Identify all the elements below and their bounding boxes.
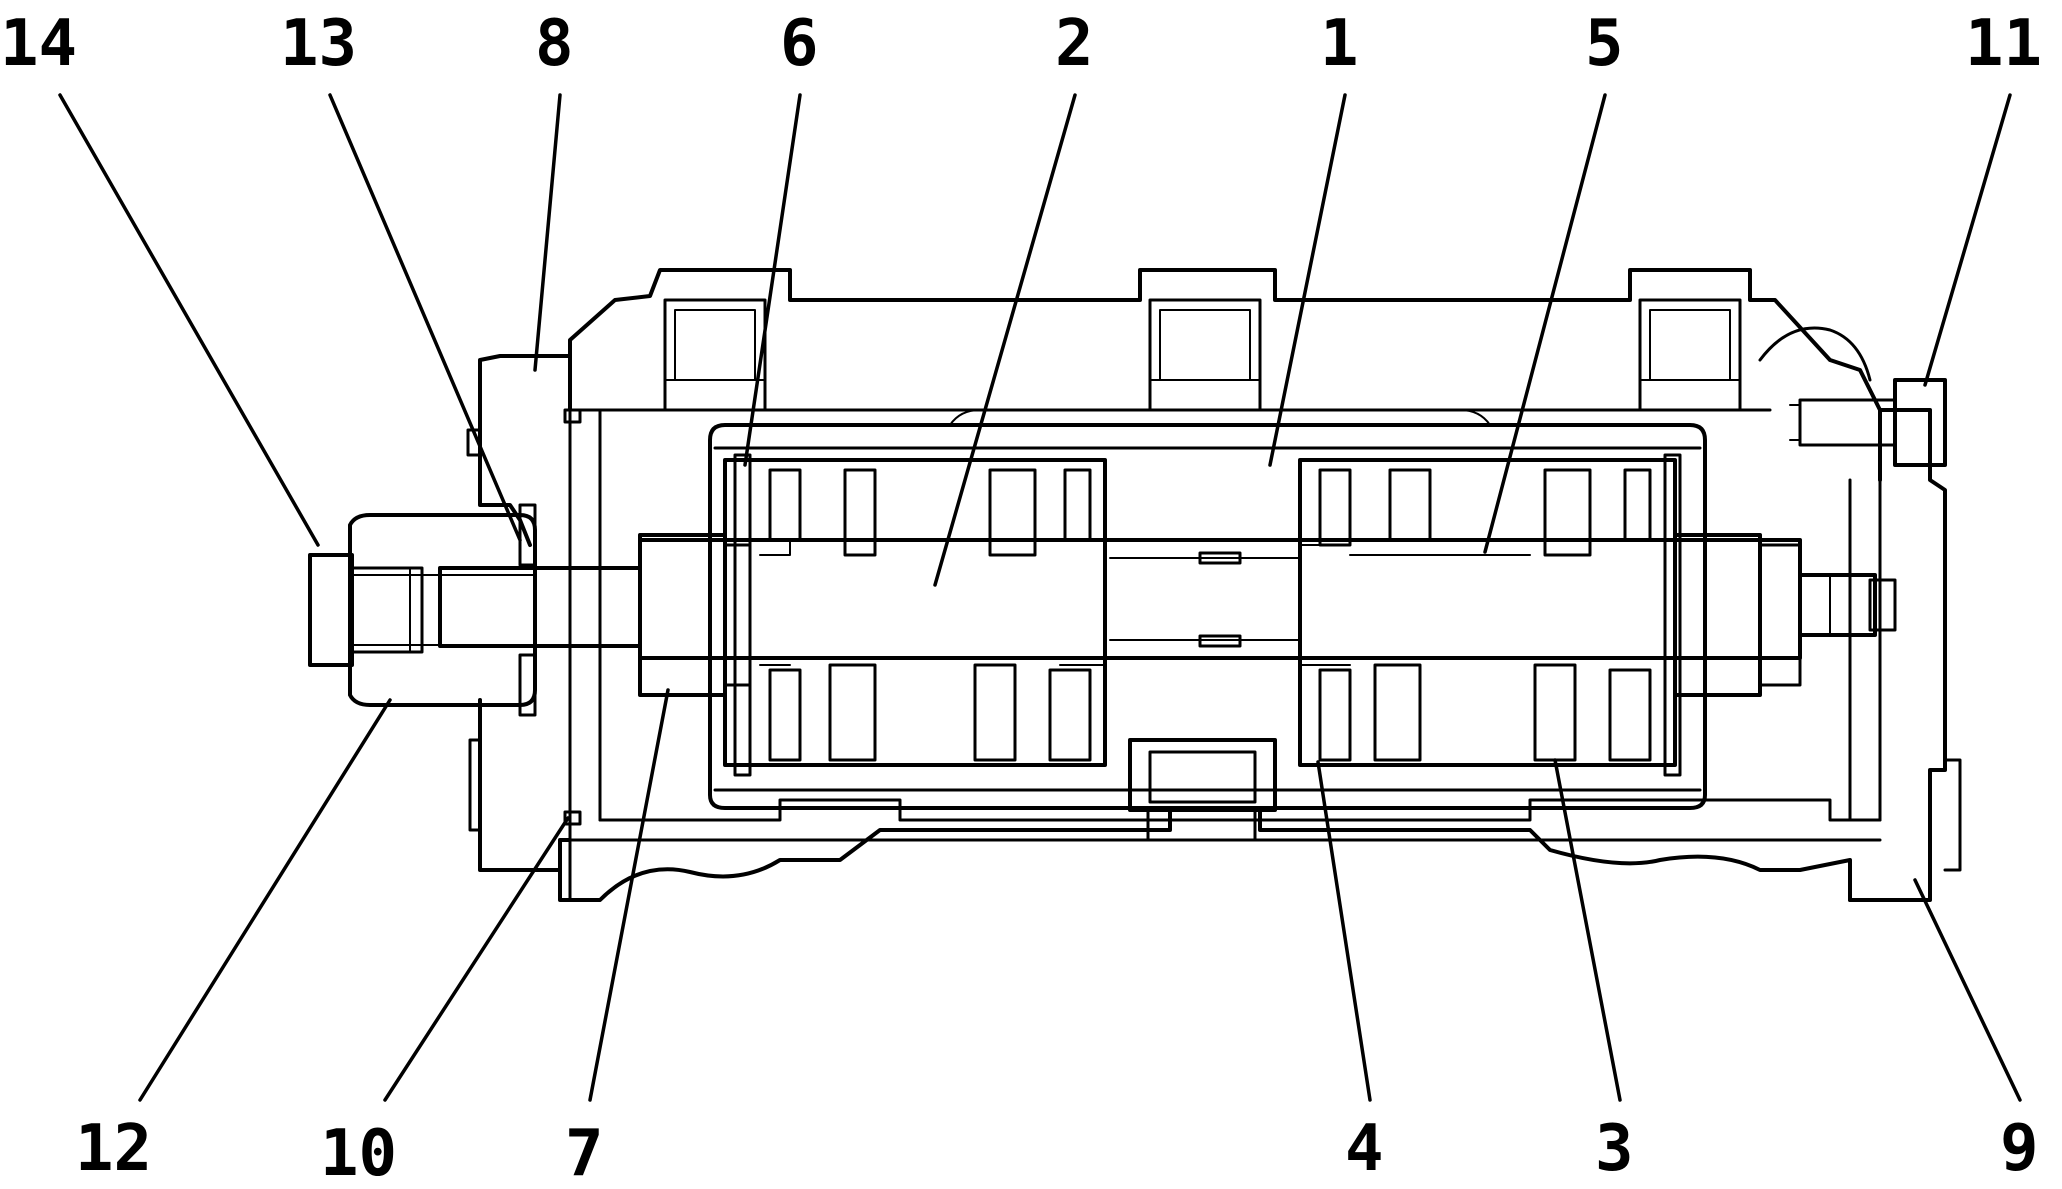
callout-3: 3 [1595, 1112, 1634, 1186]
leader-lines [58, 93, 2022, 1102]
callout-6: 6 [780, 7, 819, 81]
callout-5: 5 [1585, 7, 1624, 81]
callout-1: 1 [1320, 7, 1359, 81]
callout-4: 4 [1345, 1112, 1384, 1186]
callout-12: 12 [75, 1112, 152, 1186]
lower-seal [563, 810, 582, 826]
callout-14: 14 [0, 7, 77, 81]
right-rotor [1298, 453, 1682, 777]
upper-seal [563, 408, 582, 424]
top-bolts [663, 298, 1742, 412]
bottom-boss [1128, 738, 1277, 842]
callout-labels: 14 13 8 6 2 1 5 11 12 10 7 4 3 9 [0, 7, 2042, 1189]
callout-2: 2 [1055, 7, 1094, 81]
callout-13: 13 [280, 7, 357, 81]
callout-10: 10 [320, 1117, 397, 1189]
side-bolt [1789, 378, 1947, 467]
callout-11: 11 [1965, 7, 2042, 81]
callout-8: 8 [535, 7, 574, 81]
callout-9: 9 [2000, 1112, 2039, 1186]
housing [466, 268, 1962, 902]
left-rotor [723, 453, 1107, 777]
cap-nut [308, 503, 537, 717]
callout-7: 7 [565, 1117, 604, 1189]
bearings [638, 533, 1802, 697]
